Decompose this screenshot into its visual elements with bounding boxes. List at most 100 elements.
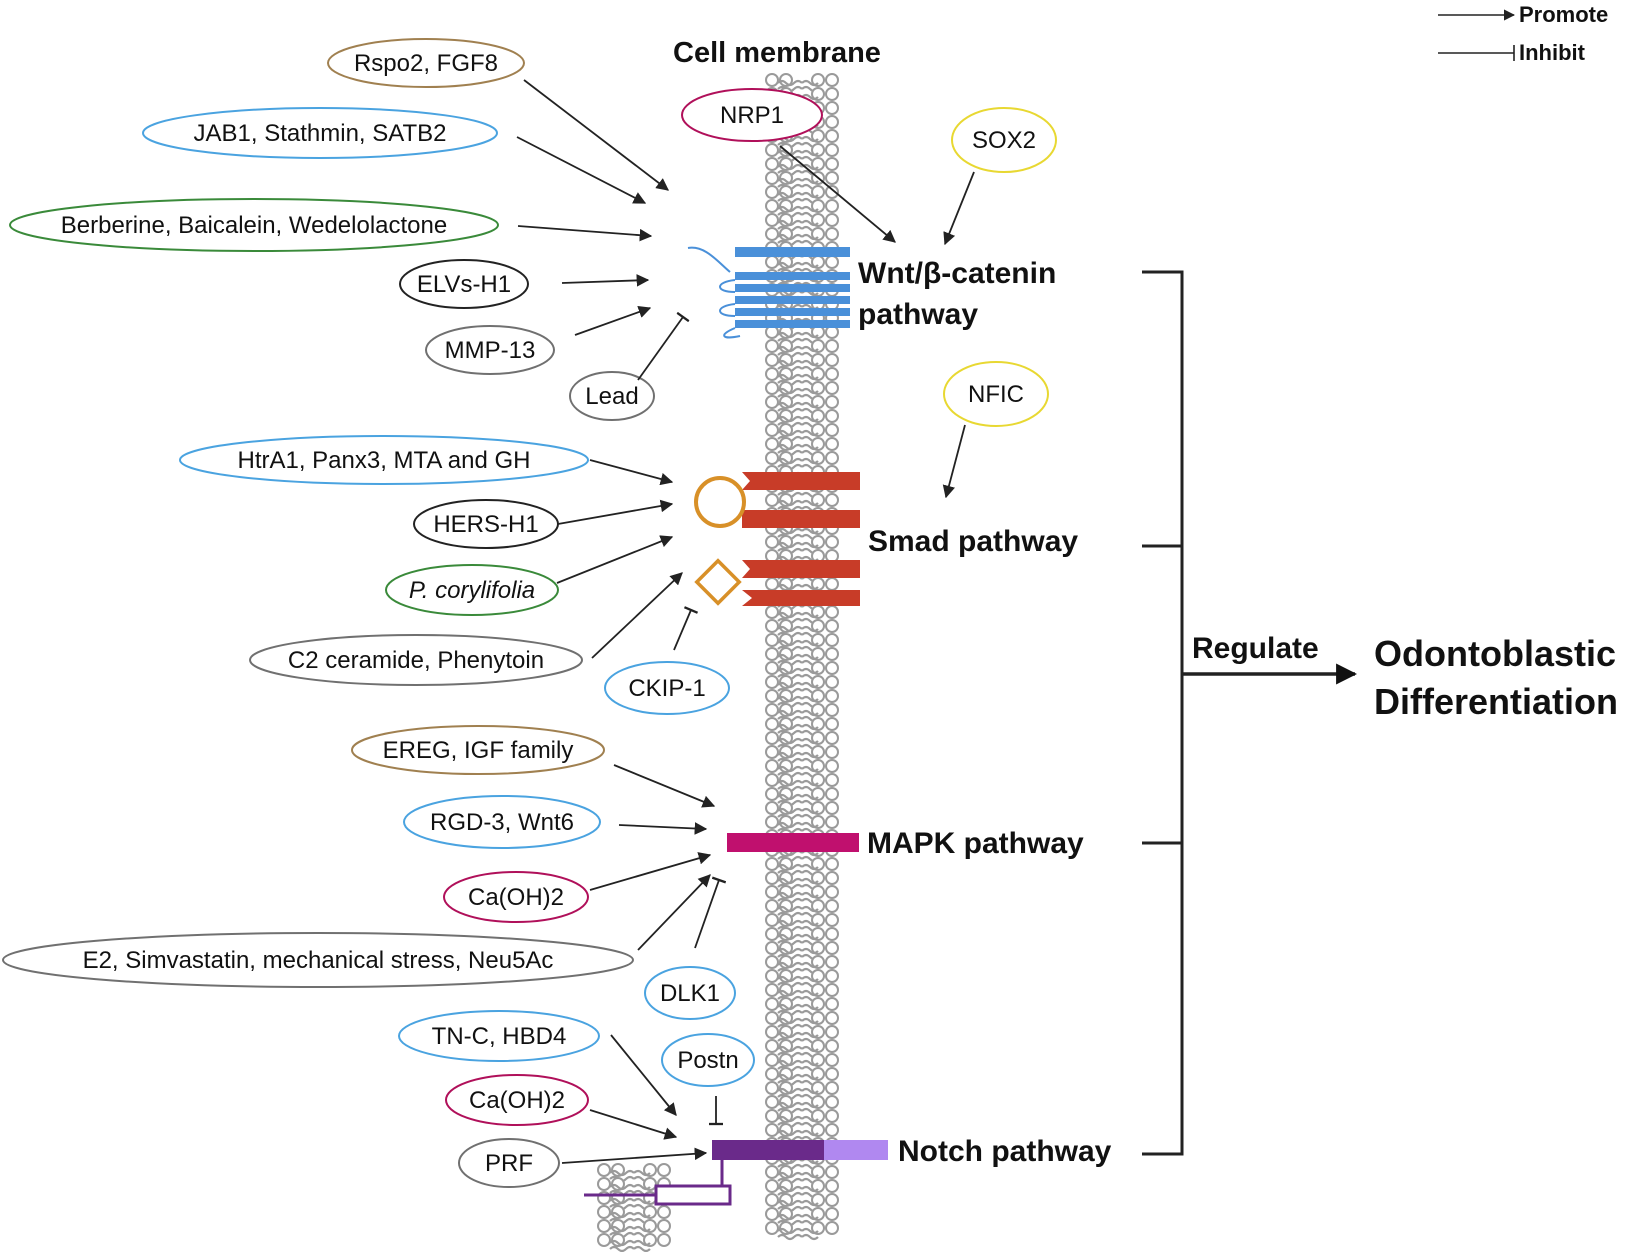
inhibit-arrows: [637, 311, 727, 1126]
factor-ereg-ellipse: [351, 725, 605, 775]
factor-postn-ellipse: [661, 1033, 755, 1087]
outcome-label-1: Odontoblastic: [1374, 633, 1616, 674]
factor-tnc: TN-C, HBD4: [398, 1010, 600, 1062]
arrow-hers: [557, 499, 674, 525]
factor-berberine-ellipse: [9, 198, 499, 252]
arrow-pcory: [556, 535, 674, 584]
arrow-mmp13: [574, 305, 652, 336]
factor-c2: C2 ceramide, Phenytoin: [249, 634, 583, 686]
factor-caoh-mapk-label: Ca(OH)2: [468, 884, 564, 911]
factor-nfic-label: NFIC: [968, 381, 1024, 408]
factor-elvs: ELVs-H1: [399, 259, 529, 309]
factor-ckip-ellipse: [604, 661, 730, 715]
arrow-e2: [637, 874, 711, 951]
factor-nfic: NFIC: [943, 361, 1049, 427]
factor-nrp1: NRP1: [681, 88, 823, 142]
factor-e2: E2, Simvastatin, mechanical stress, Neu5…: [2, 932, 634, 988]
wnt-receptor: [687, 246, 850, 339]
regulation-bracket: [1142, 270, 1358, 1156]
arrow-caoh-mapk: [589, 852, 712, 891]
membrane-title: Cell membrane: [673, 37, 881, 69]
smad-ligand-circle: [694, 476, 746, 528]
arrow-prf: [561, 1147, 708, 1164]
factor-htra1-label: HtrA1, Panx3, MTA and GH: [237, 447, 530, 474]
factor-berberine: Berberine, Baicalein, Wedelolactone: [9, 198, 499, 252]
legend-inhibit-label: Inhibit: [1519, 40, 1586, 65]
notch-receptor: [584, 1140, 888, 1206]
factor-ereg: EREG, IGF family: [351, 725, 605, 775]
legend-promote-label: Promote: [1519, 2, 1608, 27]
smad-pathway-label: Smad pathway: [868, 525, 1078, 558]
factor-jab1: JAB1, Stathmin, SATB2: [142, 107, 498, 159]
arrow-elvs: [561, 274, 650, 287]
legend: Promote Inhibit: [1438, 2, 1608, 65]
factor-ckip: CKIP-1: [604, 661, 730, 715]
factor-caoh-notch-ellipse: [445, 1074, 589, 1126]
factor-postn: Postn: [661, 1033, 755, 1087]
factor-nrp1-label: NRP1: [720, 102, 784, 129]
arrow-caoh-notch: [589, 1109, 678, 1140]
factor-caoh-notch: Ca(OH)2: [445, 1074, 589, 1126]
factor-postn-label: Postn: [677, 1047, 738, 1074]
factor-rspo2: Rspo2, FGF8: [327, 38, 525, 88]
factor-hers: HERS-H1: [413, 499, 559, 549]
factor-htra1: HtrA1, Panx3, MTA and GH: [179, 435, 589, 485]
factor-pcory: P. corylifolia: [385, 564, 559, 616]
factor-rspo2-label: Rspo2, FGF8: [354, 50, 498, 77]
arrow-nrp1: [779, 145, 896, 243]
factor-pcory-label: P. corylifolia: [409, 577, 535, 604]
factor-mmp13: MMP-13: [425, 325, 555, 375]
factor-lead: Lead: [569, 371, 655, 421]
arrow-rspo2: [523, 79, 670, 191]
outcome-label-2: Differentiation: [1374, 681, 1618, 722]
factor-nrp1-ellipse: [681, 88, 823, 142]
factor-sox2: SOX2: [951, 107, 1057, 173]
factor-mmp13-ellipse: [425, 325, 555, 375]
inhibit-ckip: [673, 606, 699, 651]
factor-mmp13-label: MMP-13: [445, 337, 536, 364]
factor-rgd: RGD-3, Wnt6: [403, 795, 601, 849]
wnt-pathway-label-1: Wnt/β-catenin: [858, 257, 1056, 290]
notch-pathway-label: Notch pathway: [898, 1135, 1112, 1168]
factor-lead-ellipse: [569, 371, 655, 421]
factor-tnc-label: TN-C, HBD4: [432, 1023, 567, 1050]
factor-ckip-label: CKIP-1: [628, 675, 705, 702]
factor-elvs-label: ELVs-H1: [417, 271, 511, 298]
smad-ligand-diamond: [694, 558, 742, 606]
factor-prf-label: PRF: [485, 1150, 533, 1177]
factor-e2-label: E2, Simvastatin, mechanical stress, Neu5…: [83, 947, 554, 974]
arrow-ereg: [613, 764, 716, 808]
factor-e2-ellipse: [2, 932, 634, 988]
wnt-pathway-label-2: pathway: [858, 298, 978, 331]
factor-nfic-ellipse: [943, 361, 1049, 427]
factor-berberine-label: Berberine, Baicalein, Wedelolactone: [61, 212, 447, 239]
arrow-sox2: [943, 171, 975, 246]
arrow-nfic: [942, 424, 966, 499]
factor-sox2-ellipse: [951, 107, 1057, 173]
mapk-receptor: [727, 833, 859, 852]
factor-ereg-label: EREG, IGF family: [383, 737, 574, 764]
mapk-pathway-label: MAPK pathway: [867, 827, 1084, 860]
factor-pcory-ellipse: [385, 564, 559, 616]
arrow-htra1: [589, 459, 674, 486]
small-membrane-fragment: [597, 1163, 671, 1252]
factor-caoh-notch-label: Ca(OH)2: [469, 1087, 565, 1114]
factor-prf-ellipse: [458, 1138, 560, 1188]
arrow-berberine: [517, 225, 653, 242]
factor-rgd-label: RGD-3, Wnt6: [430, 809, 574, 836]
promote-arrows: [516, 79, 975, 1164]
inhibit-lead: [637, 311, 690, 381]
factor-jab1-ellipse: [142, 107, 498, 159]
factor-c2-label: C2 ceramide, Phenytoin: [288, 647, 544, 674]
factor-jab1-label: JAB1, Stathmin, SATB2: [194, 120, 447, 147]
arrow-tnc: [610, 1034, 677, 1116]
factor-caoh-mapk-ellipse: [443, 871, 589, 923]
factor-sox2-label: SOX2: [972, 127, 1036, 154]
notch-ligand-box: [654, 1184, 732, 1206]
smad-receptors: [694, 472, 860, 606]
arrow-c2: [591, 572, 683, 659]
factor-hers-label: HERS-H1: [433, 511, 538, 538]
factor-rspo2-ellipse: [327, 38, 525, 88]
arrow-rgd: [618, 822, 708, 835]
